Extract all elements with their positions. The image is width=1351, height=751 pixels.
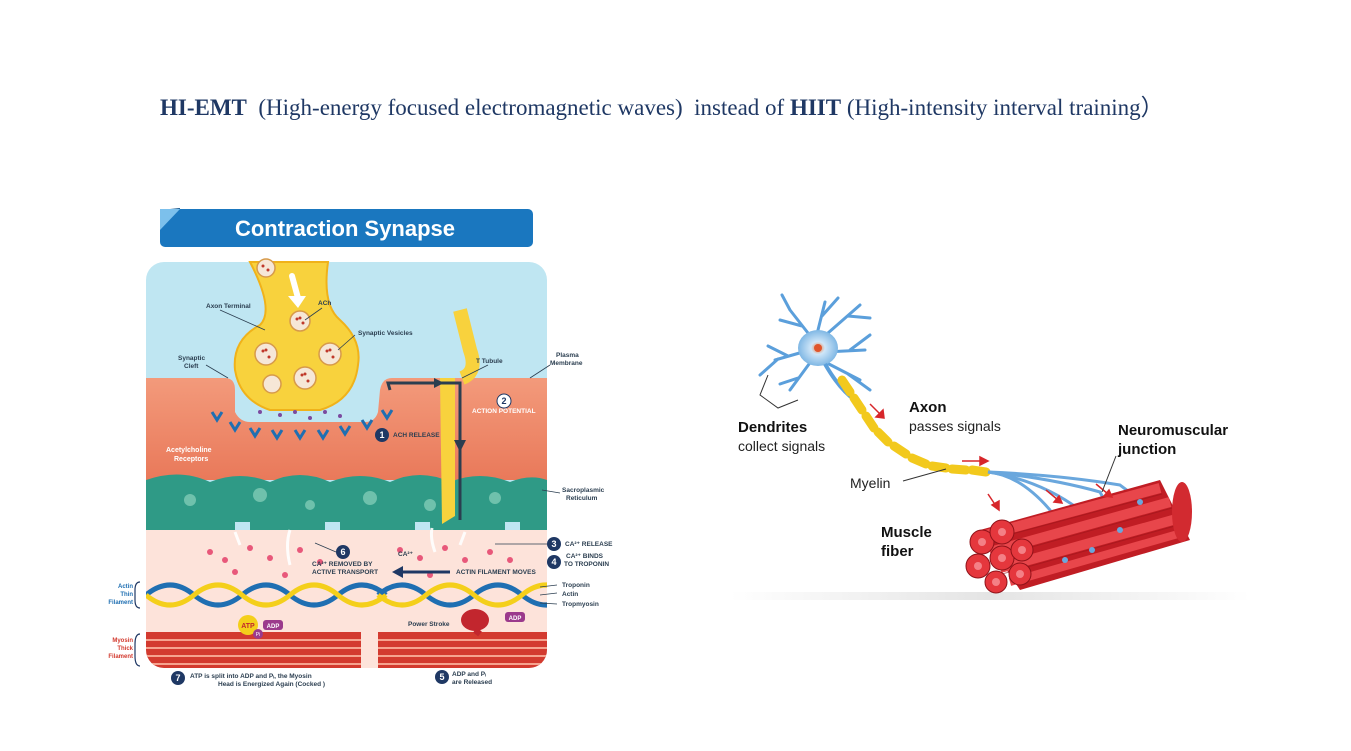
label-dendrites-sub: collect signals bbox=[738, 438, 825, 454]
label-ach-release: ACH RELEASE bbox=[393, 432, 440, 439]
svg-text:ADP: ADP bbox=[267, 624, 280, 630]
label-ca-small: CA²⁺ bbox=[398, 551, 414, 558]
ach-receptors bbox=[210, 409, 394, 441]
label-nmj-1: Neuromuscular bbox=[1118, 422, 1228, 439]
label-nmj-2: junction bbox=[1117, 441, 1176, 458]
label-muscle-2: fiber bbox=[881, 543, 914, 560]
contraction-synapse-diagram: Contraction Synapse bbox=[108, 208, 613, 688]
label-ach-receptors-2: Receptors bbox=[174, 456, 208, 463]
signal-arrows bbox=[869, 403, 1114, 512]
label-ach-receptors-1: Acetylcholine bbox=[166, 447, 212, 454]
label-muscle-1: Muscle bbox=[881, 524, 932, 541]
actin-moves-arrow bbox=[392, 566, 450, 578]
label-sarcoplasmic-1: Sacroplasmic bbox=[562, 487, 605, 494]
muscle-fiber-bundle bbox=[965, 480, 1192, 594]
label-myelin: Myelin bbox=[850, 475, 890, 491]
label-ca-removed-2: ACTIVE TRANSPORT bbox=[312, 569, 378, 576]
floor-shadow bbox=[730, 592, 1250, 600]
label-plasma-1: Plasma bbox=[556, 352, 579, 359]
step-badge-1 bbox=[375, 428, 389, 442]
svg-text:3: 3 bbox=[551, 539, 556, 549]
title-hiemt-desc: (High-energy focused electromagnetic wav… bbox=[258, 95, 683, 120]
label-power-stroke: Power Stroke bbox=[408, 621, 450, 628]
label-axon: Axon bbox=[909, 399, 947, 416]
label-step7-2: Head is Energized Again (Cocked ) bbox=[218, 681, 325, 688]
svg-text:6: 6 bbox=[340, 547, 345, 557]
label-myosin-thick-2: Thick bbox=[117, 646, 133, 652]
label-actin-thin-2: Thin bbox=[120, 592, 133, 598]
atp-adp-tags: ATP ADP Pi ADP bbox=[238, 612, 525, 639]
title-instead: instead of bbox=[694, 95, 785, 120]
svg-text:2: 2 bbox=[501, 396, 506, 406]
svg-text:ADP: ADP bbox=[509, 616, 522, 622]
label-ca-release: CA²⁺ RELEASE bbox=[565, 541, 613, 548]
label-dendrites: Dendrites bbox=[738, 419, 807, 436]
step-badge-7 bbox=[171, 671, 185, 685]
title-hiit-desc: (High-intensity interval training） bbox=[846, 95, 1164, 120]
step-badge-2 bbox=[496, 393, 512, 409]
myosin-head bbox=[461, 609, 489, 637]
svg-text:5: 5 bbox=[439, 672, 444, 682]
label-actin-moves: ACTIN FILAMENT MOVES bbox=[456, 569, 536, 576]
step-badge-4 bbox=[547, 555, 561, 569]
actin-filament-right bbox=[376, 582, 547, 608]
step-badge-5 bbox=[435, 670, 449, 684]
svg-text:4: 4 bbox=[551, 557, 556, 567]
axon-myelin bbox=[837, 375, 991, 477]
label-ach: ACh bbox=[318, 300, 331, 307]
actin-filament-left bbox=[146, 582, 388, 608]
label-ca-binds-2: TO TROPONIN bbox=[564, 561, 609, 568]
label-axon-sub: passes signals bbox=[909, 418, 1001, 434]
label-action-potential: ACTION POTENTIAL bbox=[472, 408, 536, 415]
slide-title: HI-EMT (High-energy focused electromagne… bbox=[160, 88, 1330, 122]
svg-text:7: 7 bbox=[175, 673, 180, 683]
label-tropomyosin: Tropmyosin bbox=[562, 601, 599, 608]
neuromuscular-diagram: Dendrites collect signals Axon passes si… bbox=[730, 293, 1250, 600]
label-axon-terminal: Axon Terminal bbox=[206, 303, 251, 310]
banner-title: Contraction Synapse bbox=[235, 216, 455, 241]
svg-text:1: 1 bbox=[379, 430, 384, 440]
label-troponin: Troponin bbox=[562, 582, 590, 589]
label-synaptic-cleft-1: Synaptic bbox=[178, 355, 205, 362]
step-badge-6 bbox=[336, 545, 350, 559]
label-actin-thin-1: Actin bbox=[118, 584, 133, 590]
synapse-banner: Contraction Synapse bbox=[160, 208, 533, 247]
label-sarcoplasmic-2: Reticulum bbox=[566, 495, 598, 502]
title-hiemt: HI-EMT bbox=[160, 95, 247, 120]
label-myosin-thick-1: Myosin bbox=[112, 638, 133, 644]
label-t-tubule: T Tubule bbox=[476, 358, 503, 365]
title-hiit: HIIT bbox=[789, 95, 842, 120]
label-step5-2: are Released bbox=[452, 679, 492, 686]
step-badges: 1 2 3 4 5 6 7 bbox=[171, 393, 561, 685]
label-actin-thin-3: Filament bbox=[108, 600, 133, 606]
svg-text:ATP: ATP bbox=[241, 623, 255, 630]
step-badge-3 bbox=[547, 537, 561, 551]
label-step5-1: ADP and Pᵢ bbox=[452, 671, 486, 678]
label-actin: Actin bbox=[562, 591, 578, 598]
svg-text:Pi: Pi bbox=[256, 632, 260, 638]
label-myosin-thick-3: Filament bbox=[108, 654, 133, 660]
label-synaptic-cleft-2: Cleft bbox=[184, 363, 199, 370]
label-ca-removed-1: CA²⁺ REMOVED BY bbox=[312, 561, 373, 568]
myosin-filament-left bbox=[146, 632, 361, 668]
axon-terminal bbox=[233, 258, 360, 411]
myosin-filament-right bbox=[378, 632, 547, 668]
label-synaptic-vesicles: Synaptic Vesicles bbox=[358, 330, 413, 337]
label-step7-1: ATP is split into ADP and Pᵢ, the Myosin bbox=[190, 673, 312, 680]
label-plasma-2: Membrane bbox=[550, 360, 583, 367]
neuron-dendrites bbox=[758, 293, 872, 392]
label-ca-binds-1: CA²⁺ BINDS bbox=[566, 553, 604, 560]
